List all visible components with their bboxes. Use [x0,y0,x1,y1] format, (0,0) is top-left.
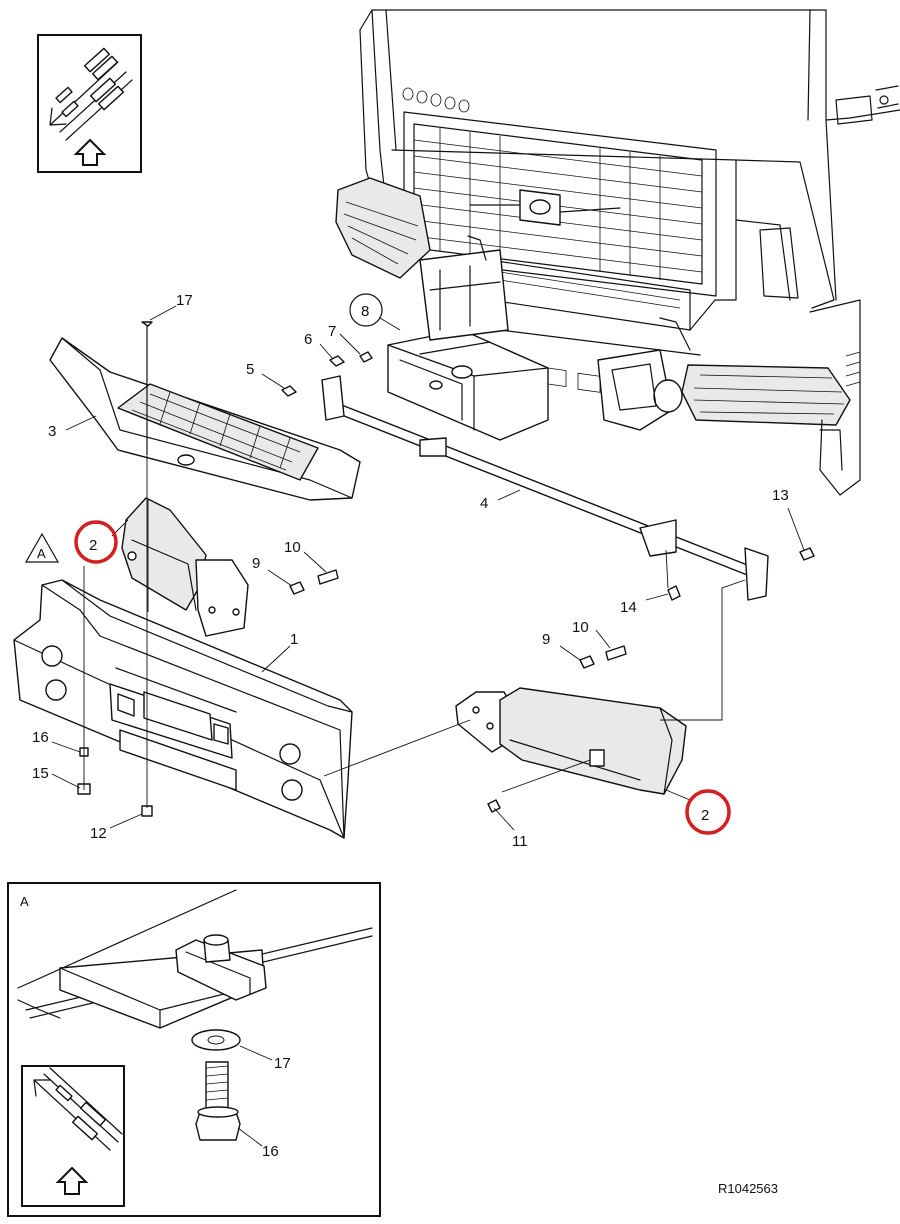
callout-3: 3 [48,423,56,440]
orientation-arrow-icon [49,47,133,141]
callout-5: 5 [246,361,254,378]
callout-15: 12 [90,825,107,842]
callout-12: 13 [772,487,789,504]
callout-8-circle [349,293,383,327]
leader-lines [51,305,805,831]
callout-10-left: 10 [284,539,301,556]
callout-labels: 17 3 5 6 7 8 4 13 14 9 10 9 10 2 2 1 11 … [32,292,789,850]
orientation-arrow-icon-inset [33,1067,123,1151]
corner-piece-left [121,497,249,637]
up-arrow-icon-inset [55,1166,89,1195]
callout-17-main: 16 [32,729,49,746]
detail-view-label: A [20,894,29,909]
tow-bracket-assembly [387,235,691,441]
front-bumper-part-1 [13,579,353,839]
highlight-circle-left [74,520,118,564]
corner-piece-right [455,687,687,795]
callout-7: 7 [328,323,336,340]
callout-a-label: A [37,546,46,561]
callout-1: 1 [290,631,298,648]
callout-9-left: 9 [252,555,260,572]
callout-17-detail: 17 [274,1055,291,1072]
cross-bar [321,375,769,601]
reference-code: R1042563 [718,1181,778,1196]
callout-2-left: 2 [89,537,97,554]
callout-8: 8 [361,303,369,320]
callout-16-main: 15 [32,765,49,782]
callout-2-right: 2 [701,807,709,824]
highlight-circle-right [685,789,731,835]
callout-9-right: 9 [542,631,550,648]
callout-16-detail: 16 [262,1143,279,1160]
callout-11: 11 [512,833,528,850]
callout-4: 4 [480,495,488,512]
orientation-box-top [37,34,142,173]
step-part-3 [49,337,361,501]
callout-13: 14 [620,599,637,616]
detail-view-a: A 17 16 [7,882,381,1217]
fasteners [77,321,815,817]
callout-14: 17 [176,292,193,309]
truck-cab [335,9,900,496]
up-arrow-icon [73,138,107,166]
callout-10-right: 10 [572,619,589,636]
callout-a-triangle [24,532,60,563]
callout-6: 6 [304,331,312,348]
